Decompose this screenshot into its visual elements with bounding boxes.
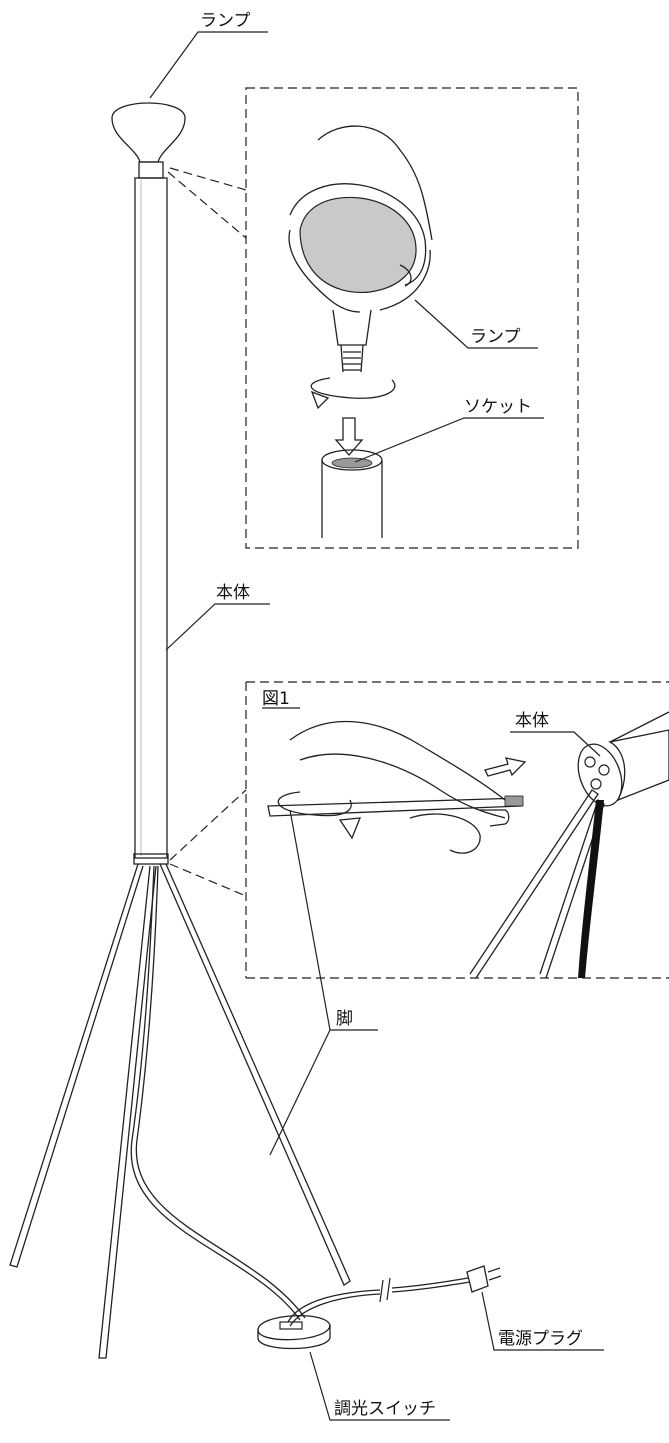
label-body-detail-text: 本体 xyxy=(515,711,549,731)
label-body-detail: 本体 xyxy=(510,711,601,757)
label-dimmer-switch: 調光スイッチ xyxy=(309,1351,450,1421)
lamp-detail-frame xyxy=(167,87,579,549)
label-lamp-top-text: ランプ xyxy=(200,11,251,31)
rotation-arrow-upper xyxy=(310,377,396,410)
label-lamp-top: ランプ xyxy=(149,11,268,99)
label-fig1-text: 図1 xyxy=(262,689,290,709)
lamp-shade xyxy=(111,102,186,179)
fig1-detail-frame xyxy=(169,681,669,979)
dimmer-switch xyxy=(257,1315,331,1350)
hand-holding-lamp xyxy=(288,125,433,373)
right-arrow xyxy=(484,757,527,777)
label-body-main-text: 本体 xyxy=(216,583,250,603)
label-lamp-detail: ランプ xyxy=(414,299,538,349)
label-power-plug: 電源プラグ xyxy=(481,1291,604,1351)
label-power-plug-text: 電源プラグ xyxy=(498,1329,583,1349)
label-lamp-detail-text: ランプ xyxy=(470,327,521,347)
label-legs-text: 脚 xyxy=(336,1009,353,1029)
label-socket: ソケット xyxy=(354,397,544,463)
body-detail-tube xyxy=(469,711,669,979)
hand-inserting-leg xyxy=(267,720,524,854)
power-plug xyxy=(466,1265,502,1293)
label-dimmer-switch-text: 調光スイッチ xyxy=(334,1399,436,1419)
tripod-legs xyxy=(9,863,351,1359)
label-legs: 脚 xyxy=(269,809,378,1156)
lamp-body-pole xyxy=(133,177,169,865)
label-fig1: 図1 xyxy=(262,689,300,709)
socket-tube xyxy=(321,449,383,538)
label-socket-text: ソケット xyxy=(464,397,532,417)
rotation-arrow-lower xyxy=(277,791,362,840)
label-body-main: 本体 xyxy=(165,583,270,651)
down-arrow xyxy=(334,417,364,456)
power-cord xyxy=(130,865,471,1327)
